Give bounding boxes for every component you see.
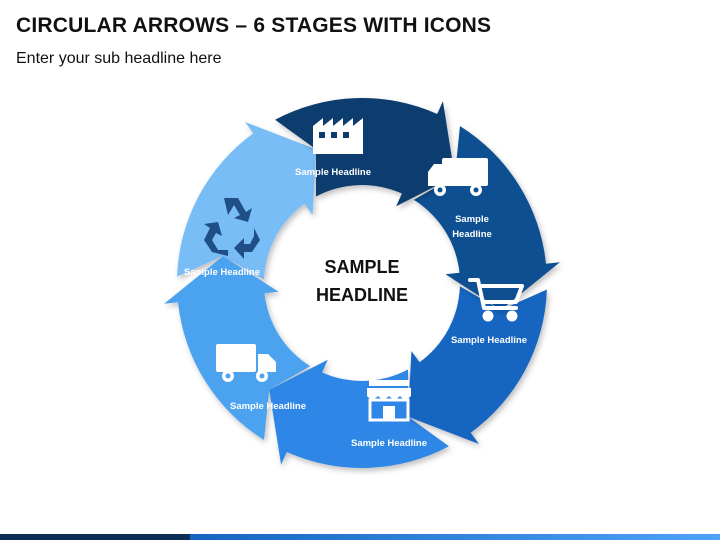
stage-1[interactable]: Sample Headline bbox=[295, 118, 371, 178]
arrow-segment-2 bbox=[413, 126, 560, 310]
stage-5[interactable]: Sample Headline bbox=[216, 344, 306, 412]
stage-4-label: Sample Headline bbox=[351, 438, 427, 449]
factory-icon bbox=[313, 118, 363, 154]
center-headline-line2: HEADLINE bbox=[316, 285, 408, 305]
stage-3-label: Sample Headline bbox=[451, 335, 527, 346]
page-title: CIRCULAR ARROWS – 6 STAGES WITH ICONS bbox=[16, 14, 492, 37]
shopping-cart-icon bbox=[468, 278, 524, 322]
stage-6[interactable]: Sample Headline bbox=[184, 198, 260, 278]
stage-6-label: Sample Headline bbox=[184, 267, 260, 278]
stage-5-label: Sample Headline bbox=[230, 401, 306, 412]
stage-2-label-line1: Sample bbox=[455, 214, 489, 225]
page-subtitle: Enter your sub headline here bbox=[16, 50, 222, 67]
recycle-icon bbox=[204, 198, 260, 259]
stage-4[interactable]: Sample Headline bbox=[351, 380, 427, 449]
arrow-segment-3 bbox=[408, 286, 547, 444]
footer-bar-gradient bbox=[190, 534, 720, 540]
footer-bar-dark bbox=[0, 534, 190, 540]
arrow-segment-4 bbox=[269, 359, 449, 468]
footer-bar bbox=[0, 534, 720, 540]
arrow-segment-6 bbox=[177, 122, 316, 280]
store-icon bbox=[367, 380, 411, 422]
stage-1-label: Sample Headline bbox=[295, 167, 371, 178]
stage-2-label-line2: Headline bbox=[452, 229, 492, 240]
truck-icon bbox=[216, 344, 276, 382]
center-headline-line1: SAMPLE bbox=[324, 257, 399, 277]
stage-3[interactable]: Sample Headline bbox=[451, 278, 527, 346]
stage-2[interactable]: Sample Headline bbox=[428, 158, 492, 240]
truck-icon bbox=[428, 158, 488, 196]
